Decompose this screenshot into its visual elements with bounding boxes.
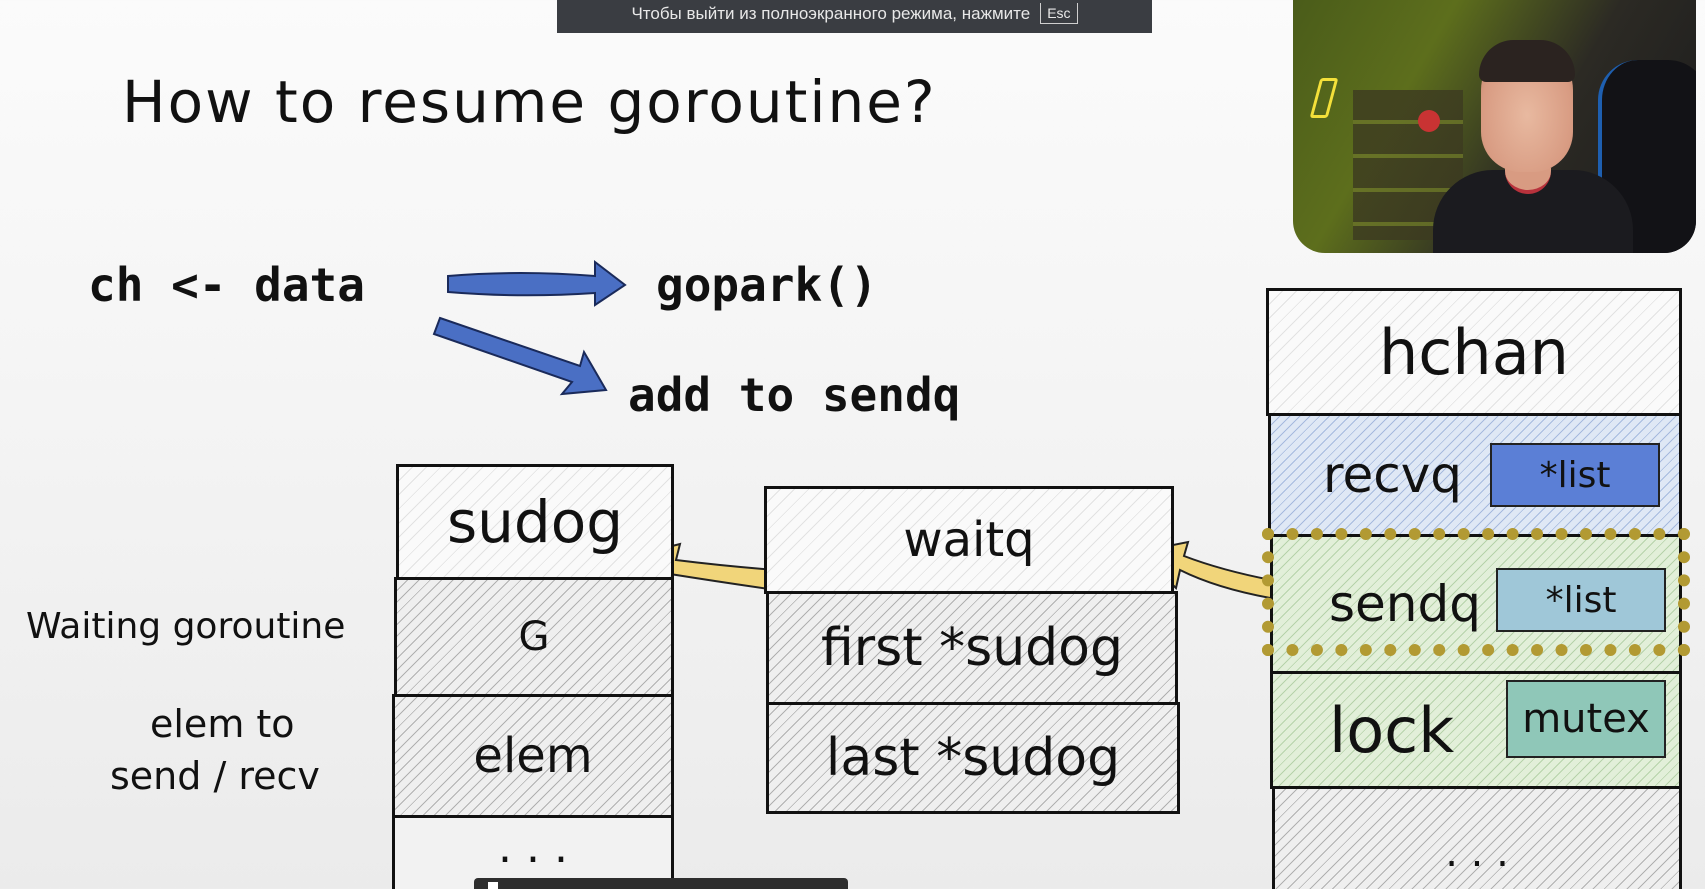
sudog-field-g-label: G: [518, 614, 550, 660]
hchan-recvq-label: recvq: [1323, 446, 1463, 504]
sendq-highlight-frame: [1262, 528, 1690, 656]
sudog-header: sudog: [396, 464, 674, 580]
sendq-list-tag: *list: [1496, 568, 1666, 632]
webcam-person-hair: [1479, 40, 1575, 82]
webcam-neon-sign: [1309, 78, 1339, 118]
hchan-header-label: hchan: [1379, 315, 1569, 389]
code-send-statement: ch <- data: [88, 258, 365, 312]
slide-title: How to resume goroutine?: [122, 68, 937, 136]
hchan-lock-label: lock: [1329, 693, 1455, 767]
sudog-field-g: G: [394, 577, 674, 697]
label-elem-to: elem to: [150, 702, 295, 746]
waitq-field-first: first *sudog: [766, 591, 1178, 705]
arrow-to-sendq: [432, 316, 608, 396]
recvq-list-tag-label: *list: [1539, 454, 1611, 496]
player-progress-knob[interactable]: [488, 882, 498, 889]
fullscreen-notice-text: Чтобы выйти из полноэкранного режима, на…: [631, 3, 1031, 23]
esc-key-hint: Esc: [1040, 3, 1078, 24]
waitq-header-label: waitq: [903, 512, 1035, 568]
hchan-more-fields: . . .: [1272, 786, 1682, 889]
waitq-field-first-label: first *sudog: [820, 618, 1124, 678]
code-add-to-sendq: add to sendq: [628, 368, 961, 422]
waitq-field-last: last *sudog: [766, 702, 1180, 814]
webcam-lamp: [1418, 110, 1440, 132]
hchan-sendq-label: sendq: [1329, 575, 1481, 633]
fullscreen-exit-notice: Чтобы выйти из полноэкранного режима, на…: [557, 0, 1152, 33]
waitq-header: waitq: [764, 486, 1174, 594]
hchan-header: hchan: [1266, 288, 1682, 416]
sudog-field-elem-label: elem: [473, 728, 593, 784]
sendq-list-tag-label: *list: [1545, 579, 1617, 621]
code-gopark-call: gopark(): [656, 258, 878, 312]
waitq-field-last-label: last *sudog: [825, 728, 1121, 788]
arrow-to-gopark: [447, 259, 627, 307]
sudog-field-elem: elem: [392, 694, 674, 818]
hchan-ellipsis: . . .: [1445, 830, 1509, 876]
player-progress-bar[interactable]: [474, 878, 848, 889]
label-send-recv: send / recv: [110, 754, 320, 798]
label-waiting-goroutine: Waiting goroutine: [26, 606, 346, 647]
lock-mutex-tag: mutex: [1506, 680, 1666, 758]
recvq-list-tag: *list: [1490, 443, 1660, 507]
webcam-overlay: [1293, 0, 1696, 253]
sudog-more-fields: . . .: [392, 815, 674, 889]
lock-mutex-tag-label: mutex: [1522, 696, 1650, 742]
sudog-header-label: sudog: [446, 488, 624, 556]
sudog-ellipsis: . . .: [498, 822, 568, 873]
